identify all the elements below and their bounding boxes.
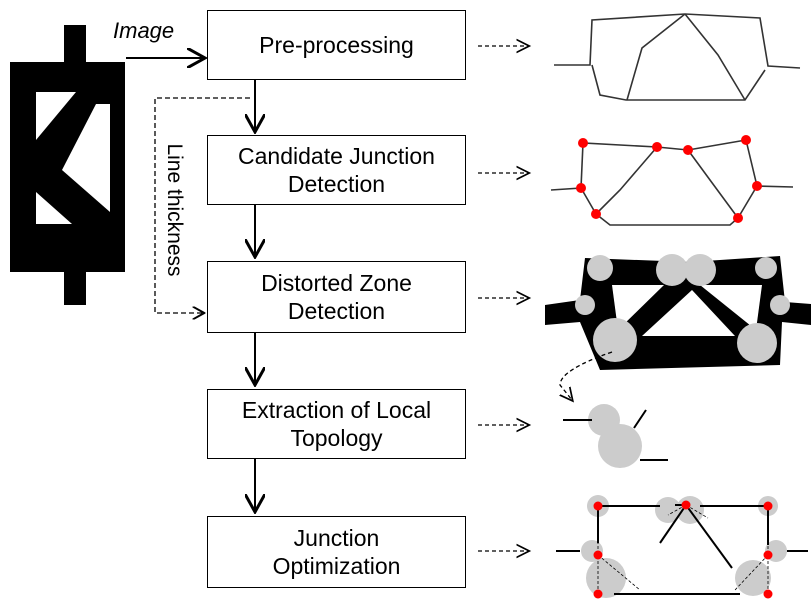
- step-local-topology: Extraction of Local Topology: [207, 389, 466, 459]
- step-label-line2: Topology: [290, 425, 383, 451]
- output-dashed-arrows: [478, 46, 528, 551]
- image-label: Image: [113, 18, 175, 43]
- optimized-junction-points: [593, 500, 773, 599]
- step-candidate-junction: Candidate Junction Detection: [207, 135, 466, 205]
- step-label: Extraction of Local: [241, 397, 432, 423]
- skeleton-output: [554, 13, 801, 101]
- step-label-line2: Detection: [287, 171, 386, 197]
- step-label: Distorted Zone: [261, 270, 412, 296]
- junction-points: [576, 135, 762, 223]
- step-label: Pre-processing: [259, 32, 414, 58]
- step-label-line2: Optimization: [272, 553, 401, 579]
- step-distorted-zone: Distorted Zone Detection: [207, 261, 466, 333]
- step-label-line2: Detection: [287, 298, 386, 324]
- step-preprocessing: Pre-processing: [207, 10, 466, 80]
- step-label: Junction: [293, 525, 380, 551]
- step-junction-optimization: Junction Optimization: [207, 516, 466, 588]
- line-thickness-dashed-path: [154, 97, 250, 313]
- zoom-dashed-arrow: [560, 351, 613, 400]
- distorted-zone-output: [545, 254, 811, 370]
- junction-output: [550, 135, 794, 226]
- step-label: Candidate Junction: [238, 143, 435, 169]
- line-thickness-label: Line thickness: [163, 143, 186, 277]
- local-topology-output: [563, 404, 668, 468]
- input-image: [10, 25, 125, 305]
- optimization-output: [556, 495, 808, 599]
